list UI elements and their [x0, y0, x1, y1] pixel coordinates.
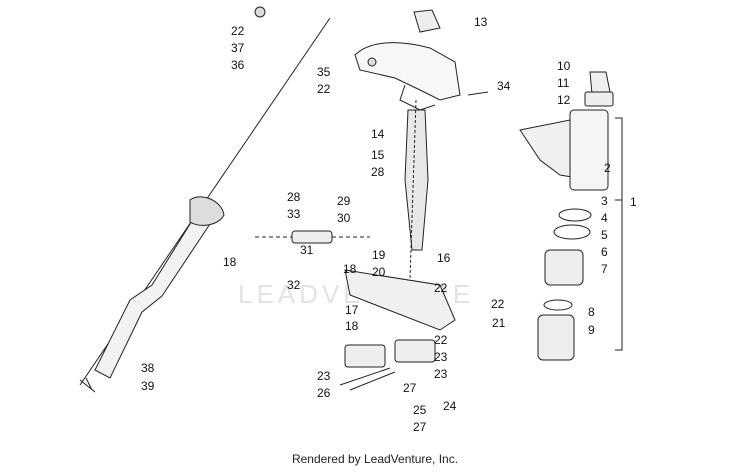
clamp-11	[584, 91, 614, 107]
boot-9	[537, 314, 575, 361]
ring-5	[553, 224, 591, 240]
callout-11: 11	[557, 76, 570, 90]
callout-22d: 22	[491, 297, 505, 311]
callout-18c: 18	[345, 319, 359, 333]
callout-23c: 23	[434, 367, 448, 381]
bolt-34	[467, 91, 489, 96]
callout-37: 37	[231, 41, 245, 55]
upper-bracket	[354, 42, 461, 101]
callout-26: 26	[317, 386, 331, 400]
callout-36: 36	[231, 58, 245, 72]
callout-6: 6	[601, 245, 608, 259]
nut-22-top	[254, 6, 266, 18]
callout-33: 33	[287, 207, 301, 221]
callout-30: 30	[337, 211, 351, 225]
callout-13: 13	[474, 15, 488, 29]
callout-16: 16	[437, 251, 451, 265]
callout-38: 38	[141, 361, 155, 375]
bushing-7	[544, 249, 584, 286]
diagram-linework	[79, 6, 623, 393]
callout-15: 15	[371, 148, 385, 162]
footer-credit: Rendered by LeadVenture, Inc.	[291, 452, 459, 466]
group-bracket-1	[615, 117, 623, 351]
bolt-10	[589, 71, 611, 95]
column-end	[79, 377, 96, 393]
callout-12: 12	[557, 93, 571, 107]
callout-23a: 23	[434, 350, 448, 364]
cable-26	[339, 367, 396, 391]
callout-2: 2	[604, 161, 611, 175]
ring-4	[558, 208, 592, 222]
callout-32: 32	[287, 278, 301, 292]
callout-28a: 28	[287, 190, 301, 204]
callout-22a: 22	[231, 24, 245, 38]
callout-22e: 22	[434, 333, 448, 347]
bracket-lower	[399, 84, 436, 111]
callout-labels: 1 2 3 4 5 6 7 8 9 10 11 12 13 14 15 16 1…	[141, 15, 637, 434]
callout-9: 9	[588, 323, 595, 337]
clamp-block-right	[394, 339, 436, 363]
nut-35	[367, 57, 377, 67]
callout-3: 3	[601, 194, 608, 208]
clip-13	[413, 9, 441, 33]
tie-rod	[291, 230, 333, 244]
callout-27: 27	[413, 420, 427, 434]
callout-1: 1	[630, 195, 637, 209]
callout-20: 20	[372, 265, 386, 279]
callout-19: 19	[372, 248, 386, 262]
callout-27b: 27	[403, 381, 417, 395]
callout-24: 24	[443, 399, 457, 413]
callout-28b: 28	[371, 165, 385, 179]
callout-39: 39	[141, 379, 155, 393]
callout-29: 29	[337, 194, 351, 208]
callout-18a: 18	[223, 255, 237, 269]
clamp-block-left	[344, 344, 386, 368]
callout-14: 14	[371, 127, 385, 141]
callout-34: 34	[497, 79, 511, 93]
callout-5: 5	[601, 228, 608, 242]
callout-22c: 22	[434, 281, 448, 295]
steering-arm	[344, 269, 456, 331]
callout-21: 21	[492, 316, 506, 330]
callout-10: 10	[557, 59, 571, 73]
callout-17: 17	[345, 303, 359, 317]
callout-8: 8	[588, 305, 595, 319]
pivot-shaft	[404, 109, 429, 251]
steering-column	[94, 199, 219, 379]
callout-18b: 18	[343, 262, 357, 276]
column-flange	[189, 196, 225, 226]
callout-22b: 22	[317, 82, 331, 96]
callout-25: 25	[413, 403, 427, 417]
callout-7: 7	[601, 262, 608, 276]
callout-31: 31	[300, 243, 314, 257]
callout-35: 35	[317, 65, 331, 79]
ring-8	[543, 299, 573, 311]
upper-sleeve	[569, 109, 609, 191]
callout-23b: 23	[317, 369, 331, 383]
callout-4: 4	[601, 211, 608, 225]
